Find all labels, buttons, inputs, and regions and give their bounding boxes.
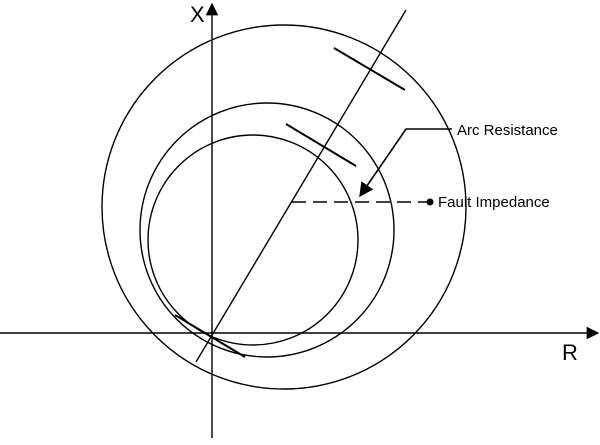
fault-impedance-label: Fault Impedance [438, 194, 550, 211]
r-axis-label: R [562, 340, 578, 365]
zone3-reach-segment [333, 47, 406, 91]
fault-impedance-point [426, 198, 434, 206]
middle-zone-circle [139, 102, 395, 358]
arc-resistance-label: Arc Resistance [457, 122, 558, 139]
zone2-reach-segment [285, 123, 357, 167]
outer-zone-circle [101, 24, 467, 390]
origin-segment [174, 314, 246, 358]
arc-resistance-leader [359, 128, 452, 198]
line-impedance-line [195, 9, 407, 363]
inner-zone-circle [147, 134, 359, 346]
x-axis-label: X [190, 2, 205, 27]
